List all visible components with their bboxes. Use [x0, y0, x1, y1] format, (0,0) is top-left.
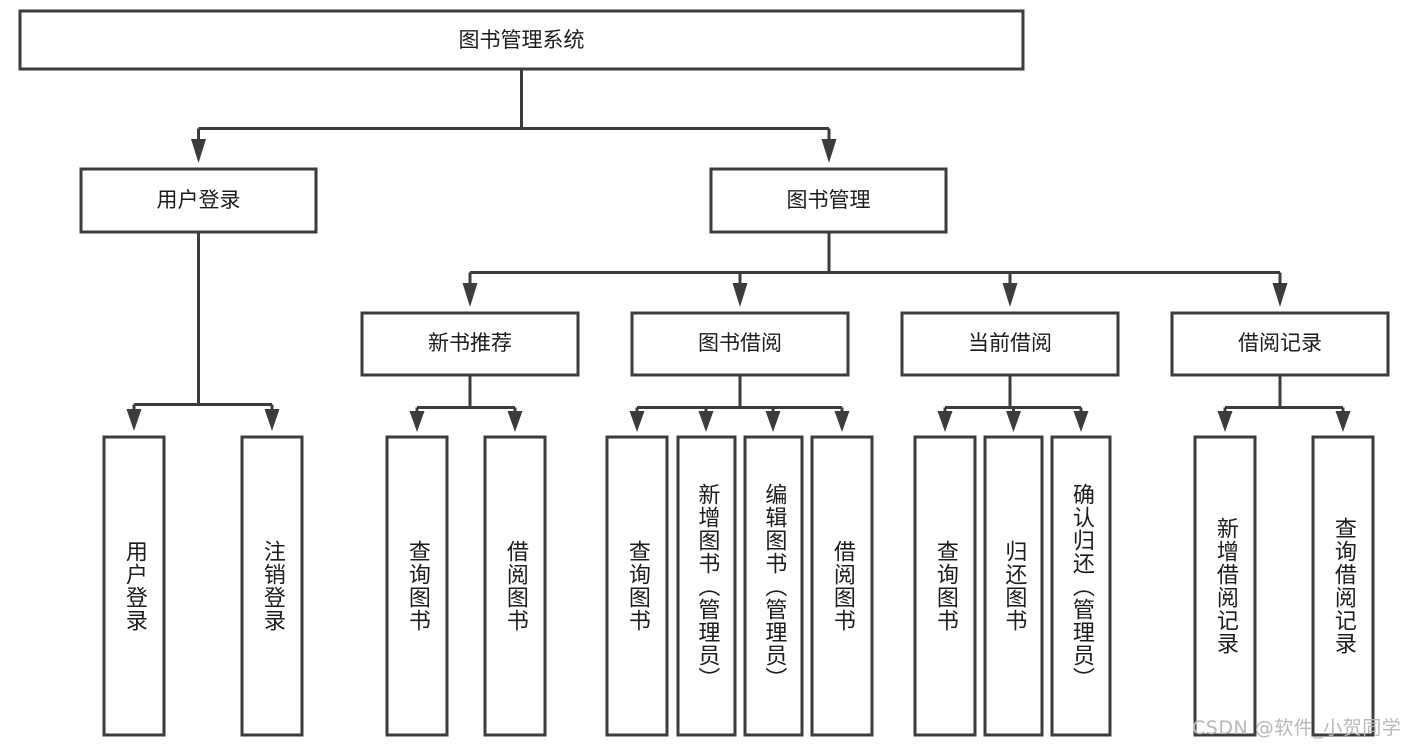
- arrow-head-leaf-add-book-admin: [698, 411, 714, 432]
- node-box-leaf-query-borrow-record[interactable]: [1311, 435, 1375, 737]
- arrow-head-leaf-user-login: [126, 409, 142, 431]
- arrow-head-leaf-query-book-3: [937, 411, 953, 432]
- node-box-leaf-borrow-book-1[interactable]: [483, 435, 547, 737]
- node-box-leaf-borrow-book-2[interactable]: [810, 435, 874, 737]
- arrow-head-leaf-return-book: [1006, 411, 1021, 432]
- connector-group-root: [191, 69, 837, 163]
- arrow-head-leaf-add-borrow-record: [1217, 411, 1233, 432]
- node-label-root: 图书管理系统: [459, 28, 585, 52]
- arrow-head-leaf-confirm-return-admin: [1073, 411, 1089, 432]
- connector-group-book-borrow: [629, 375, 850, 432]
- node-box-leaf-query-book-3[interactable]: [913, 435, 977, 737]
- node-box-leaf-edit-book-admin[interactable]: [743, 435, 804, 737]
- node-box-leaf-logout[interactable]: [240, 435, 304, 737]
- node-label-current-borrow: 当前借阅: [968, 331, 1052, 355]
- node-box-leaf-add-borrow-record[interactable]: [1193, 435, 1257, 737]
- node-box-leaf-return-book[interactable]: [983, 435, 1044, 737]
- node-box-leaf-confirm-return-admin[interactable]: [1050, 435, 1112, 737]
- connector-group-current-borrow: [937, 375, 1089, 432]
- arrow-head-book-management: [821, 139, 837, 163]
- node-box-book-borrow[interactable]: [630, 311, 850, 377]
- node-label-borrow-record: 借阅记录: [1238, 331, 1322, 355]
- arrow-head-leaf-borrow-book-1: [507, 411, 523, 432]
- arrow-head-leaf-query-borrow-record: [1335, 411, 1351, 432]
- node-label-new-book-recommend: 新书推荐: [428, 331, 512, 355]
- node-box-root[interactable]: [18, 9, 1025, 71]
- connector-group-borrow-record: [1217, 375, 1351, 432]
- arrow-head-leaf-logout: [264, 409, 280, 431]
- connector-group-user-login: [126, 232, 280, 431]
- arrow-head-leaf-query-book-1: [409, 411, 425, 432]
- arrow-head-user-login: [191, 139, 206, 163]
- node-box-borrow-record[interactable]: [1170, 311, 1390, 377]
- csdn-watermark: CSDN @软件_小贺同学: [1192, 717, 1402, 739]
- node-label-book-management: 图书管理: [787, 188, 871, 212]
- arrow-head-leaf-borrow-book-2: [834, 411, 850, 432]
- node-label-user-login: 用户登录: [157, 188, 241, 212]
- arrow-head-leaf-edit-book-admin: [765, 411, 781, 432]
- node-box-leaf-user-login[interactable]: [102, 435, 166, 737]
- node-box-user-login[interactable]: [79, 167, 318, 234]
- node-box-leaf-query-book-2[interactable]: [605, 435, 669, 737]
- connector-group-book-management: [462, 232, 1288, 307]
- arrow-head-leaf-query-book-2: [629, 411, 645, 432]
- node-box-new-book-recommend[interactable]: [360, 311, 580, 377]
- arrow-head-book-borrow: [732, 283, 748, 307]
- node-box-leaf-query-book-1[interactable]: [385, 435, 449, 737]
- node-label-book-borrow: 图书借阅: [698, 331, 782, 355]
- node-box-book-management[interactable]: [709, 167, 948, 234]
- arrow-head-borrow-record: [1272, 283, 1288, 307]
- connector-group-new-book-recommend: [409, 375, 523, 432]
- node-box-leaf-add-book-admin[interactable]: [676, 435, 737, 737]
- arrow-head-new-book-recommend: [462, 283, 478, 307]
- arrow-head-current-borrow: [1002, 283, 1018, 307]
- node-box-current-borrow[interactable]: [900, 311, 1120, 377]
